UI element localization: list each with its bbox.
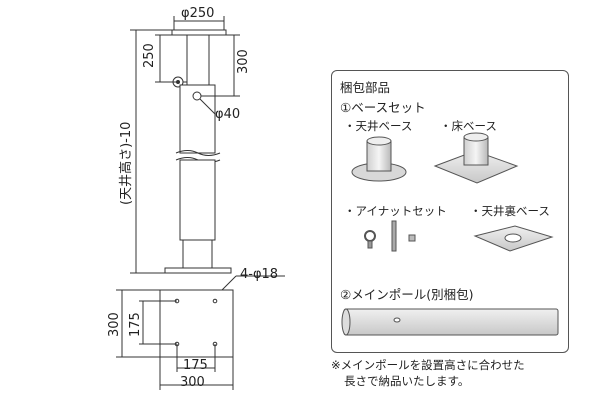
item-ceiling-back-base: ・天井裏ベース xyxy=(470,204,550,218)
item-eyenut-set: ・アイナットセット xyxy=(344,204,447,218)
dim-300-bottom: 300 xyxy=(180,375,205,390)
item-floor-base: ・床ベース xyxy=(440,119,497,133)
dim-phi250: φ250 xyxy=(181,6,215,21)
ceiling-back-base-illustration xyxy=(473,225,554,252)
floor-base-illustration xyxy=(433,132,519,184)
dim-300-left: 300 xyxy=(107,312,122,337)
pole-lower xyxy=(179,159,216,241)
parts-illustration xyxy=(341,132,559,336)
dim-phi40: φ40 xyxy=(215,107,241,122)
dim-300-top: 300 xyxy=(236,49,251,74)
eyenut-set-illustration xyxy=(364,220,416,252)
section-base-set: ①ベースセット xyxy=(340,100,426,115)
floor-plate xyxy=(164,267,232,274)
top-sleeve xyxy=(186,34,210,86)
dim-175-bottom: 175 xyxy=(183,358,208,373)
note-line-2: 長さで納品いたします。 xyxy=(344,374,470,388)
package-parts-panel: 梱包部品 ①ベースセット ・天井ベース ・床ベース ・アイナットセット ・天井裏… xyxy=(331,70,569,353)
item-ceiling-base: ・天井ベース xyxy=(344,119,413,133)
note-line-1: ※メインポールを設置高さに合わせた xyxy=(331,358,525,372)
pole-upper xyxy=(179,84,216,154)
dim-250: 250 xyxy=(142,43,157,68)
main-pole-illustration xyxy=(341,308,559,336)
panel-title: 梱包部品 xyxy=(340,80,391,95)
ceiling-plate xyxy=(171,29,227,36)
dim-holes: 4-φ18 xyxy=(240,267,279,282)
dim-ceiling-height: (天井高さ)-10 xyxy=(119,121,134,205)
bottom-sleeve xyxy=(182,239,213,269)
section-main-pole: ②メインポール(別梱包) xyxy=(340,287,474,302)
base-plan-view xyxy=(159,289,234,358)
dim-175-left: 175 xyxy=(128,312,143,337)
ceiling-base-illustration xyxy=(351,136,407,182)
